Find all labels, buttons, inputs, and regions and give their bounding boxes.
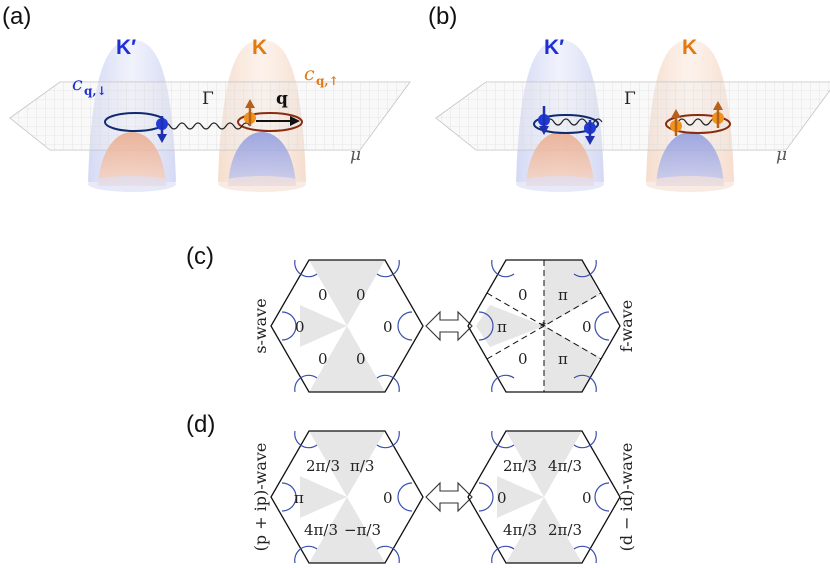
panel-d: (d) 2π/3 π/3 π 0 4π/3 −π/3 (p + ip)-wave	[186, 411, 636, 564]
d-left-sector-left	[300, 476, 347, 518]
d-right-phase-5: 2π/3	[548, 521, 582, 539]
d-left-sector-top	[309, 431, 385, 497]
d-right-phase-2: 0	[497, 489, 507, 507]
operator-left-symbol: c	[72, 73, 83, 95]
kprime-cone-base	[88, 176, 176, 192]
c-left-sector-bottom	[309, 326, 385, 392]
d-left-phase-4: 4π/3	[304, 521, 338, 539]
c-left-phase-3: 0	[383, 318, 393, 336]
b-interaction-line-kprime	[545, 118, 603, 126]
plane-shade	[10, 82, 410, 150]
c-left-phase-2: 0	[295, 318, 305, 336]
b-kprime-lower-band	[526, 132, 594, 186]
valley-k-label: K	[252, 36, 267, 59]
b-spin-down-electron-2	[584, 120, 596, 145]
panel-b-label: (b)	[428, 3, 457, 30]
c-left-hexagon-outline	[270, 259, 424, 393]
b-chemical-potential-plane	[435, 81, 830, 151]
b-mu-label: μ	[776, 145, 787, 165]
d-right-sector-top	[506, 431, 582, 497]
d-right-hexagon-outline	[467, 430, 621, 564]
b-spin-up-electron-1	[670, 109, 682, 136]
panel-c-label: (c)	[186, 243, 214, 270]
d-left-wave-label: (p + ip)-wave	[251, 443, 270, 552]
d-left-phase-1: π/3	[350, 457, 374, 475]
d-right-sector-left	[497, 476, 544, 518]
d-equivalence-arrow	[425, 481, 473, 513]
d-left-sector-bottom	[309, 497, 385, 563]
b-plane-shade	[436, 82, 830, 150]
panel-c: (c) 0 0 0 0 0 0 s-wave	[186, 243, 636, 393]
momentum-arrowhead	[290, 116, 300, 126]
c-right-sector-left	[476, 305, 544, 347]
b-interaction-gamma-label: Γ	[624, 89, 636, 109]
b-kprime-fermi-ring	[533, 114, 599, 134]
chemical-potential-plane	[9, 81, 411, 151]
k-lower-band	[228, 132, 296, 186]
d-right-phase-0: 2π/3	[503, 457, 537, 475]
interaction-line	[161, 122, 251, 130]
spin-down-electron	[156, 116, 168, 143]
kprime-lower-band	[98, 132, 166, 186]
b-k-cone-base	[646, 176, 734, 192]
panel-d-label: (d)	[186, 411, 215, 438]
mu-label: μ	[350, 145, 361, 165]
c-left-hexagon: 0 0 0 0 0 0	[270, 259, 424, 393]
d-right-wave-label: (d − id)-wave	[617, 443, 636, 552]
b-spin-down-electron-1	[538, 106, 550, 135]
d-left-phase-2: π	[294, 489, 304, 507]
valley-kprime-label: K′	[116, 36, 136, 59]
operator-left: c q,↓	[72, 73, 107, 98]
c-right-center-star: *	[540, 320, 546, 334]
c-right-wave-label: f-wave	[617, 300, 636, 353]
c-right-phase-1: π	[558, 286, 568, 304]
d-left-hexagon: 2π/3 π/3 π 0 4π/3 −π/3	[270, 430, 424, 564]
panel-a-label: (a)	[2, 3, 31, 30]
d-right-phase-3: 0	[582, 489, 592, 507]
c-left-sector-left	[300, 305, 347, 347]
c-left-phase-1: 0	[356, 286, 366, 304]
d-right-hexagon: 2π/3 4π/3 0 0 4π/3 2π/3	[467, 430, 621, 564]
c-right-phase-3: 0	[582, 318, 592, 336]
d-right-phase-4: 4π/3	[503, 521, 537, 539]
c-left-phase-0: 0	[318, 286, 328, 304]
c-right-hexagon: 0 π π 0 π 0 *	[467, 259, 621, 393]
b-kprime-cone-base	[516, 176, 604, 192]
b-interaction-line-k	[677, 118, 719, 126]
c-left-sector-top	[309, 260, 385, 326]
c-left-phase-5: 0	[356, 350, 366, 368]
c-right-phase-4: π	[558, 350, 568, 368]
spin-up-electron	[244, 99, 256, 126]
b-k-lower-band	[656, 132, 724, 186]
c-right-phase-5: 0	[518, 350, 528, 368]
momentum-label: q	[276, 89, 288, 109]
c-right-hexagon-outline	[467, 259, 621, 393]
c-equivalence-arrow	[425, 310, 473, 342]
c-right-sector-bottom	[544, 326, 600, 392]
operator-right: c q,↑	[304, 63, 339, 88]
d-left-phase-0: 2π/3	[306, 457, 340, 475]
operator-right-symbol: c	[304, 63, 315, 85]
d-left-phase-5: −π/3	[344, 521, 381, 539]
b-spin-up-electron-2	[712, 101, 724, 128]
panel-a: (a) K′ K	[2, 3, 411, 192]
c-right-phase-0: 0	[518, 286, 528, 304]
interaction-gamma-label: Γ	[202, 89, 214, 109]
b-valley-kprime-label: K′	[544, 36, 564, 59]
c-left-phase-4: 0	[318, 350, 328, 368]
operator-right-subscript: q,↑	[316, 74, 339, 88]
c-left-wave-label: s-wave	[251, 298, 270, 353]
c-right-phase-2: π	[497, 318, 507, 336]
d-left-hexagon-outline	[270, 430, 424, 564]
b-valley-k-label: K	[682, 36, 697, 59]
d-left-phase-3: 0	[383, 489, 393, 507]
d-right-phase-1: 4π/3	[548, 457, 582, 475]
panel-b: (b) K	[428, 3, 830, 192]
k-cone-base	[218, 176, 306, 192]
k-fermi-ring	[237, 112, 303, 132]
b-k-fermi-ring	[665, 114, 731, 134]
d-right-sector-bottom	[506, 497, 582, 563]
operator-left-subscript: q,↓	[84, 84, 107, 98]
